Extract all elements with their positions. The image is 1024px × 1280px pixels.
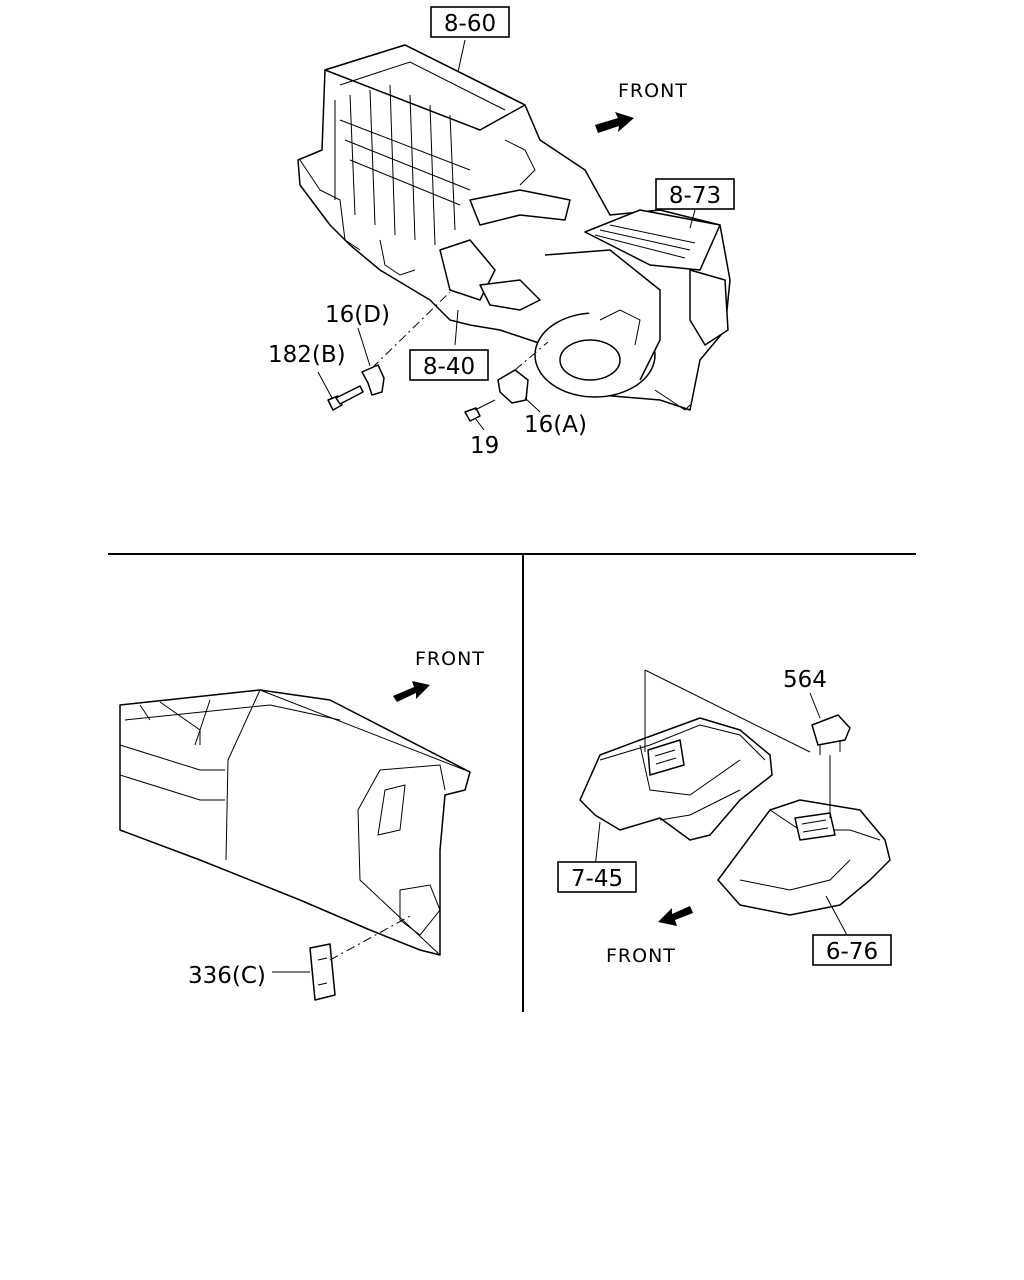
ref-box-6-76: 6-76	[812, 934, 892, 966]
dashboard-panel	[119, 689, 471, 956]
clip-564	[811, 714, 851, 755]
label-19: 19	[470, 433, 499, 459]
ref-box-8-73: 8-73	[655, 178, 735, 210]
bracket-16a	[497, 341, 549, 404]
label-16a: 16(A)	[524, 412, 587, 438]
svg-text:8-60: 8-60	[444, 11, 496, 37]
ref-box-8-60: 8-60	[430, 6, 510, 38]
svg-text:8-73: 8-73	[669, 183, 721, 209]
side-cover-336c	[272, 914, 413, 1001]
console-6-76	[717, 799, 891, 916]
label-564: 564	[783, 667, 827, 693]
label-16d: 16(D)	[325, 302, 390, 328]
bolt-182b	[327, 385, 364, 411]
screw-19	[464, 399, 496, 422]
front-label-left: FRONT	[415, 648, 485, 670]
svg-text:6-76: 6-76	[826, 939, 878, 965]
label-182b: 182(B)	[268, 342, 346, 368]
front-arrow-right-icon	[658, 906, 693, 926]
front-label-top: FRONT	[618, 80, 688, 102]
ref-box-8-40: 8-40	[409, 349, 489, 381]
heater-unit-assembly	[297, 39, 731, 431]
svg-text:8-40: 8-40	[423, 354, 475, 380]
front-label-right: FRONT	[606, 945, 676, 967]
label-336c: 336(C)	[188, 963, 266, 989]
ref-box-7-45: 7-45	[557, 861, 637, 893]
front-arrow-left-icon	[393, 681, 430, 702]
console-7-45	[579, 717, 773, 841]
svg-text:7-45: 7-45	[571, 866, 623, 892]
bracket-16d	[361, 291, 451, 396]
front-arrow-top-icon	[595, 112, 634, 133]
